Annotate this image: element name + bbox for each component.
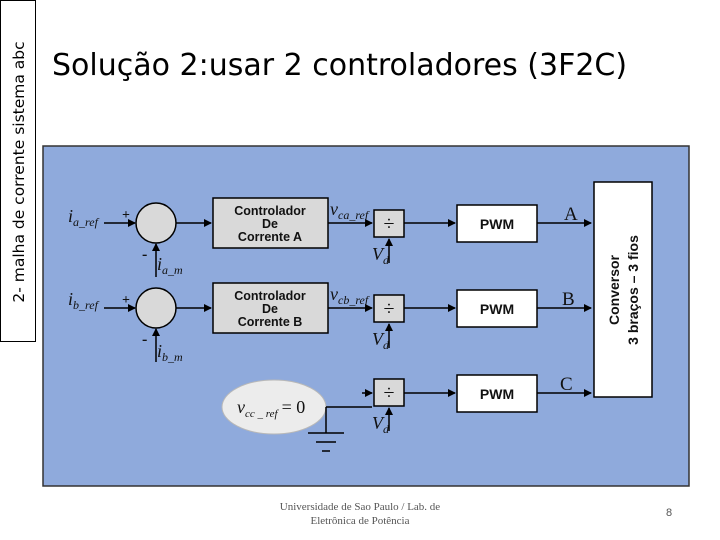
- controller-block-b: [212, 282, 329, 334]
- block-diagram: ia_ref + - ia_m Controlador De Corrente …: [42, 145, 690, 487]
- pwm-block-a: [456, 204, 538, 243]
- slide-title: Solução 2:usar 2 controladores (3F2C): [52, 48, 628, 83]
- plus-sign-a: +: [122, 208, 130, 223]
- divider-block-c: [373, 378, 405, 407]
- controller-b-line1: Controlador: [234, 289, 306, 303]
- pwm-label-a: PWM: [480, 216, 514, 232]
- controller-b-line2: De: [262, 302, 278, 316]
- side-label: 2- malha de corrente sistema abc: [10, 41, 28, 303]
- controller-b-line3: Corrente B: [238, 315, 303, 329]
- plus-sign-b: +: [122, 293, 130, 308]
- controller-a-line2: De: [262, 217, 278, 231]
- footer-line1: Universidade de Sao Paulo / Lab. de: [279, 501, 441, 513]
- divisor-vd-a: Vd: [372, 244, 390, 267]
- phase-label-a: A: [564, 204, 578, 225]
- summing-junction-b: [135, 287, 177, 329]
- pwm-label-b: PWM: [480, 301, 514, 317]
- page-number: 8: [666, 507, 673, 519]
- controller-a-line3: Corrente A: [238, 230, 302, 244]
- minus-sign-b: -: [142, 331, 147, 348]
- divide-symbol-c: ÷: [384, 382, 395, 404]
- pwm-block-c: [456, 374, 538, 413]
- footer-line2: Eletrônica de Potência: [310, 515, 410, 527]
- output-vca-ref: vca_ref: [330, 199, 370, 222]
- input-ib-m: ib_m: [157, 341, 183, 364]
- pwm-label-c: PWM: [480, 386, 514, 402]
- phase-label-b: B: [562, 289, 575, 310]
- row-c: vcc _ ref= 0 ÷ Vd PWM C: [221, 374, 592, 452]
- output-vcb-ref: vcb_ref: [330, 284, 370, 307]
- converter-line2: 3 braços – 3 fios: [625, 235, 641, 345]
- divisor-vd-c: Vd: [372, 413, 390, 436]
- divide-symbol-b: ÷: [384, 298, 395, 320]
- minus-sign-a: -: [142, 246, 147, 263]
- input-ia-ref: ia_ref: [68, 206, 100, 229]
- vcc-ref-equation: vcc _ ref= 0: [237, 397, 305, 420]
- input-ia-m: ia_m: [157, 254, 183, 277]
- divider-block-a: [373, 209, 405, 238]
- divide-symbol-a: ÷: [384, 213, 395, 235]
- controller-block-a: [212, 197, 329, 249]
- side-label-box: 2- malha de corrente sistema abc: [0, 0, 36, 342]
- footer-institution: Universidade de Sao Paulo / Lab. de Elet…: [262, 500, 458, 528]
- row-b: ib_ref + - ib_m Controlador De Corrente …: [68, 282, 592, 364]
- divisor-vd-b: Vd: [372, 329, 390, 352]
- controller-a-line1: Controlador: [234, 204, 306, 218]
- converter-line1: Conversor: [606, 254, 622, 325]
- row-a: ia_ref + - ia_m Controlador De Corrente …: [68, 197, 592, 277]
- pwm-block-b: [456, 289, 538, 328]
- converter-block: [593, 181, 653, 398]
- phase-label-c: C: [560, 374, 573, 395]
- summing-junction-a: [135, 202, 177, 244]
- input-ib-ref: ib_ref: [68, 289, 100, 312]
